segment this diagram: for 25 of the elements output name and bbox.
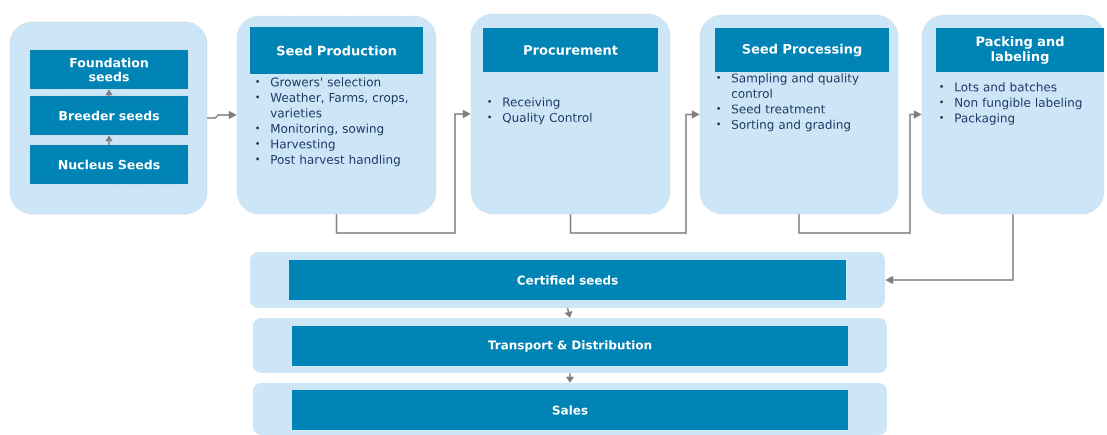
stage-bar: Certified seeds xyxy=(289,260,846,300)
stage-bar: Transport & Distribution xyxy=(292,326,848,366)
bullet-item: Post harvest handling xyxy=(256,154,400,167)
stage-bar: Sales xyxy=(292,390,848,430)
bullet-item: Packaging xyxy=(940,113,1015,125)
arrow xyxy=(105,89,113,97)
bullet-item: Quality Control xyxy=(488,112,592,125)
bullet-item: Lots and batches xyxy=(940,82,1057,92)
bullet-item: Seed treatment xyxy=(717,104,826,114)
panel-heading: Seed Processing xyxy=(715,28,889,72)
panel-heading: Procurement xyxy=(483,28,658,72)
bullet-item: Sampling and quality control xyxy=(717,73,859,98)
panel-heading: Seed Production xyxy=(250,27,423,74)
arrow xyxy=(105,135,113,146)
stage-box: Breeder seeds xyxy=(29,95,189,136)
stage-box: Foundation seeds xyxy=(29,49,189,90)
panel-heading: Packing and labeling xyxy=(936,28,1104,72)
bullet-item: Sorting and grading xyxy=(717,119,850,132)
bullet-item: Receiving xyxy=(488,97,560,109)
bullet-item: Non fungible labeling xyxy=(940,97,1082,110)
bullet-item: Growers' selection xyxy=(256,77,381,87)
bullet-item: Weather, Farms, crops, varieties xyxy=(256,92,408,118)
bullet-item: Harvesting xyxy=(256,139,335,151)
stage-box: Nucleus Seeds xyxy=(29,144,189,185)
bullet-item: Monitoring, sowing xyxy=(256,123,384,136)
